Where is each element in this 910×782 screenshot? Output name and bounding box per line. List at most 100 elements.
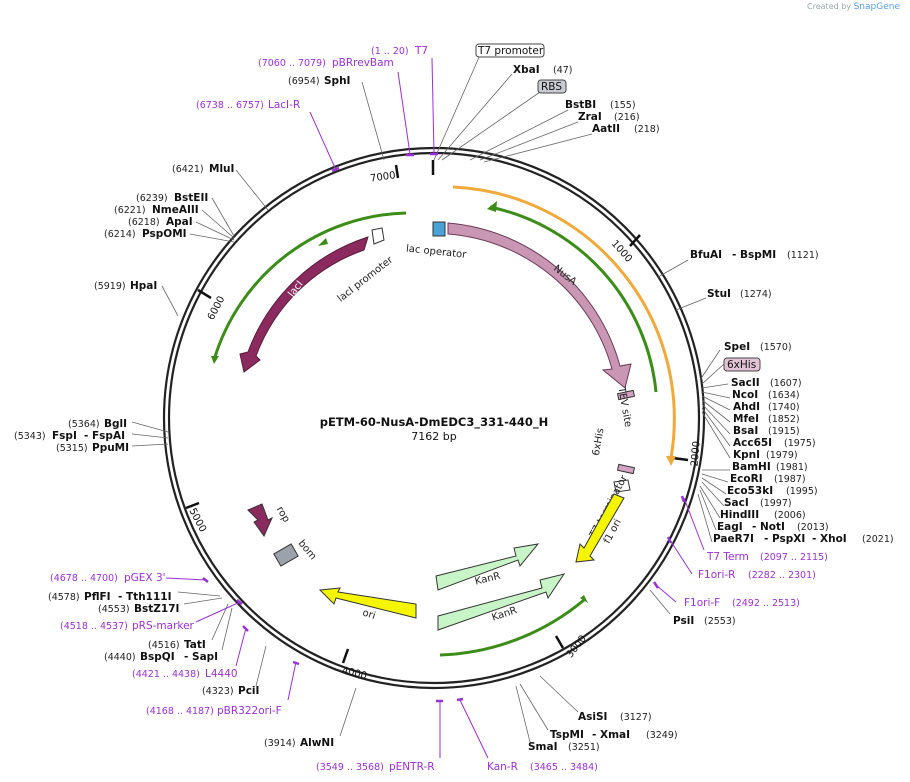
zraI-pos: (216) bbox=[614, 112, 640, 123]
orange-arc-head bbox=[666, 456, 676, 466]
green-arc-left-head bbox=[318, 238, 328, 246]
green-arc-bottom-head bbox=[580, 595, 588, 603]
xbaI-pos: (47) bbox=[553, 65, 573, 76]
lacI-feature bbox=[239, 236, 369, 373]
his6-site bbox=[616, 463, 636, 475]
rbs-box bbox=[537, 79, 567, 94]
f1oriF-label: F1ori-F bbox=[684, 597, 720, 609]
pspOMI-label: PspOMI bbox=[142, 228, 187, 240]
bfuAI-pos: (1121) bbox=[787, 250, 819, 261]
bfuAI-label: BfuAI bbox=[690, 249, 722, 261]
kanR-primer-label: Kan-R bbox=[487, 761, 518, 773]
bspMI-label: - BspMI bbox=[732, 249, 776, 261]
eco53kI-pos: (1995) bbox=[786, 486, 818, 497]
l4440-label: L4440 bbox=[205, 668, 238, 680]
eagI-pos: (2013) bbox=[797, 522, 829, 533]
mfeI-pos: (1852) bbox=[768, 414, 800, 425]
lacIR-label: LacI-R bbox=[268, 99, 300, 111]
apaI-label: ApaI bbox=[166, 216, 193, 228]
rop-label: rop bbox=[274, 505, 292, 525]
pBRrevBam-pos: (7060 .. 7079) bbox=[258, 58, 326, 69]
tspMI-pos: (3249) bbox=[646, 730, 678, 741]
t7-primer-label: T7 bbox=[414, 45, 428, 57]
stuI-label: StuI bbox=[707, 288, 731, 300]
pENTRR-label: pENTR-R bbox=[389, 761, 435, 773]
tick-6000: 6000 bbox=[206, 294, 228, 322]
nusA-feature bbox=[447, 222, 632, 389]
kanR-feature-2 bbox=[437, 573, 566, 631]
ncoI-pos: (1634) bbox=[768, 390, 800, 401]
green-arc-right-head bbox=[487, 201, 497, 212]
t7-promoter-label: T7 promoter bbox=[477, 45, 544, 57]
bamHI-label: BamHI bbox=[732, 461, 771, 473]
bstBI-label: BstBI bbox=[565, 99, 596, 111]
tev-site bbox=[616, 389, 636, 401]
xhoI-label: - XhoI bbox=[812, 533, 847, 545]
eco53kI-label: Eco53kI bbox=[727, 485, 773, 497]
speI-label: SpeI bbox=[724, 341, 750, 353]
ecoRI-label: EcoRI bbox=[730, 473, 763, 485]
plasmid-name: pETM-60-NusA-DmEDC3_331-440_H bbox=[320, 415, 549, 430]
bglI-label: BglI bbox=[104, 418, 127, 430]
aatII-label: AatII bbox=[592, 123, 620, 135]
nmeAIII-label: NmeAIII bbox=[152, 204, 199, 216]
acc65I-label: Acc65I bbox=[733, 437, 772, 449]
pBR322oriF-label: pBR322ori-F bbox=[217, 705, 282, 717]
aatII-pos: (218) bbox=[634, 124, 660, 135]
t7term-primer-pos: (2097 .. 2115) bbox=[760, 552, 828, 563]
xmaI-label: - XmaI bbox=[592, 729, 630, 741]
hindIII-pos: (2006) bbox=[774, 510, 806, 521]
pGEX3-label: pGEX 3' bbox=[124, 572, 166, 584]
lacI-promoter-label: lacI promoter bbox=[336, 254, 396, 304]
bom-feature bbox=[273, 543, 299, 567]
hindIII-label: HindIII bbox=[720, 509, 759, 521]
ppuMI-label: PpuMI bbox=[92, 442, 129, 454]
bstZ17I-pos: (4553) bbox=[98, 604, 130, 615]
mluI-label: MluI bbox=[209, 163, 234, 175]
lacIR-pos: (6738 .. 6757) bbox=[196, 100, 264, 111]
ncoI-label: NcoI bbox=[732, 389, 758, 401]
bspQI-pos: (4440) bbox=[104, 652, 136, 663]
zraI-label: ZraI bbox=[578, 111, 602, 123]
bglI-pos: (5364) bbox=[68, 419, 100, 430]
kanR-primer-pos: (3465 .. 3484) bbox=[530, 762, 598, 773]
mfeI-label: MfeI bbox=[733, 413, 759, 425]
green-arc-left-tail bbox=[211, 356, 219, 364]
bom-label: bom bbox=[296, 538, 319, 562]
primer-ticks bbox=[202, 152, 686, 703]
his6-label: 6xHis bbox=[591, 427, 607, 456]
smaI-label: SmaI bbox=[528, 741, 558, 753]
nmeAIII-pos: (6221) bbox=[114, 205, 146, 216]
asiSI-label: AsiSI bbox=[578, 711, 607, 723]
fspI-label: FspI bbox=[52, 430, 77, 442]
his6-box bbox=[723, 357, 761, 372]
kpnI-pos: (1979) bbox=[766, 450, 798, 461]
ori-label: ori bbox=[361, 608, 377, 622]
leader-lines bbox=[131, 54, 731, 743]
psiI-pos: (2553) bbox=[704, 616, 736, 627]
paeR7I-pos: (2021) bbox=[862, 534, 894, 545]
tick-4000: 4000 bbox=[341, 665, 368, 682]
smaI-pos: (3251) bbox=[568, 742, 600, 753]
pciI-label: PciI bbox=[238, 685, 259, 697]
pRSmarker-label: pRS-marker bbox=[132, 620, 195, 632]
t7-terminator-arrow bbox=[613, 479, 631, 493]
notI-label: - NotI bbox=[752, 521, 785, 533]
xbaI-label: XbaI bbox=[513, 64, 540, 76]
asiSI-pos: (3127) bbox=[620, 712, 652, 723]
f1oriR-label: F1ori-R bbox=[698, 569, 735, 581]
ppuMI-pos: (5315) bbox=[56, 443, 88, 454]
psiI-label: PsiI bbox=[673, 615, 694, 627]
bstEII-pos: (6239) bbox=[136, 193, 168, 204]
pspOMI-pos: (6214) bbox=[104, 229, 136, 240]
bspQI-label: BspQI bbox=[140, 651, 175, 663]
green-arc-right bbox=[489, 205, 658, 393]
sacI-pos: (1997) bbox=[760, 498, 792, 509]
rop-feature bbox=[247, 503, 274, 538]
ahdI-pos: (1740) bbox=[768, 402, 800, 413]
credit-prefix: Created by bbox=[807, 2, 852, 11]
tatI-pos: (4516) bbox=[148, 640, 180, 651]
stuI-pos: (1274) bbox=[740, 289, 772, 300]
pBR322oriF-pos: (4168 .. 4187) bbox=[146, 706, 214, 717]
ecoRI-pos: (1987) bbox=[774, 474, 806, 485]
